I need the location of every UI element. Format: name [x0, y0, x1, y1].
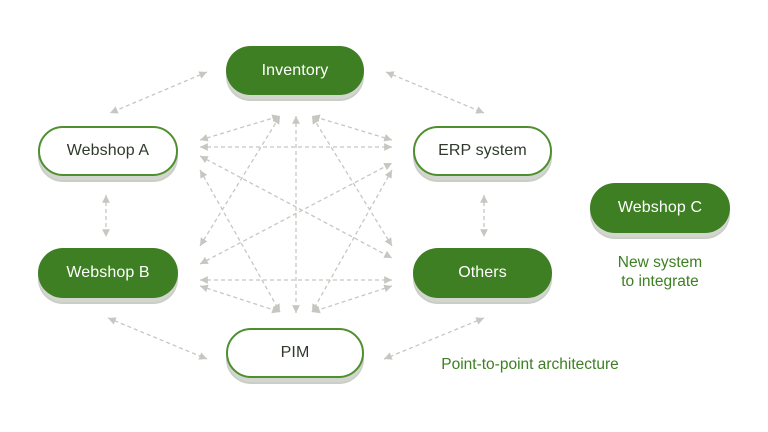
connector-others-pim-diag: [311, 284, 393, 314]
architecture-caption: Point-to-point architecture: [441, 356, 619, 373]
node-pim[interactable]: PIM: [226, 328, 364, 378]
connector-webshop-b-erp: [199, 162, 393, 265]
node-others[interactable]: Others: [413, 248, 552, 298]
new-system-caption: New system to integrate: [590, 253, 730, 291]
connector-inventory-erp: [385, 71, 485, 114]
connector-webshop-b-pim: [107, 317, 208, 360]
connector-others-pim: [383, 317, 485, 360]
node-webshop-a[interactable]: Webshop A: [38, 126, 178, 176]
node-inventory[interactable]: Inventory: [226, 46, 364, 95]
new-system-caption-line1: New system: [617, 254, 703, 271]
connector-erp-pim: [311, 169, 393, 313]
node-webshop-c[interactable]: Webshop C: [590, 183, 730, 233]
connector-others-inventory: [311, 115, 393, 247]
node-erp-system[interactable]: ERP system: [413, 126, 552, 176]
connector-inventory-webshop-a: [109, 71, 208, 114]
connector-webshop-b-inventory: [199, 115, 281, 247]
connector-webshop-b-pim-diag: [199, 284, 281, 314]
connector-webshop-a-pim: [199, 169, 281, 313]
new-system-caption-line2: to integrate: [621, 273, 699, 290]
node-webshop-b[interactable]: Webshop B: [38, 248, 178, 298]
